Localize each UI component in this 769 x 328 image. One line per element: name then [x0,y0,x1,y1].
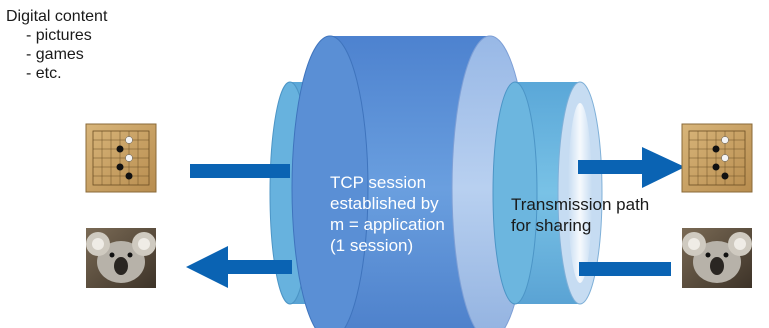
transmission-path-line-1: Transmission path [511,195,650,214]
transmission-path-line-2: for sharing [511,216,592,235]
arrow-right-out [578,147,685,188]
content-item-pictures: - pictures [26,27,92,44]
arrow-left-in [190,164,290,178]
transmission-path-label: Transmission path for sharing [511,194,649,236]
koala-photo-icon-right [682,228,752,288]
koala-photo-icon-left [86,228,156,288]
content-item-etc: - etc. [26,65,62,82]
digital-content-heading: Digital content [6,8,108,25]
tcp-session-line-3: m = application [330,215,445,234]
go-board-icon-right [681,123,753,193]
tcp-session-line-4: (1 session) [330,236,414,255]
digital-content-list: Digital content - pictures - games - etc… [6,7,107,83]
pipe-body [291,35,529,328]
tcp-session-line-2: established by [330,194,439,213]
pipe-right-ring [492,81,603,305]
go-board-icon-left [85,123,157,193]
content-item-games: - games [26,46,84,63]
tcp-session-label: TCP session established by m = applicati… [330,172,445,256]
arrow-left-out [186,246,292,288]
tcp-session-line-1: TCP session [330,173,427,192]
arrow-right-in [579,262,671,276]
